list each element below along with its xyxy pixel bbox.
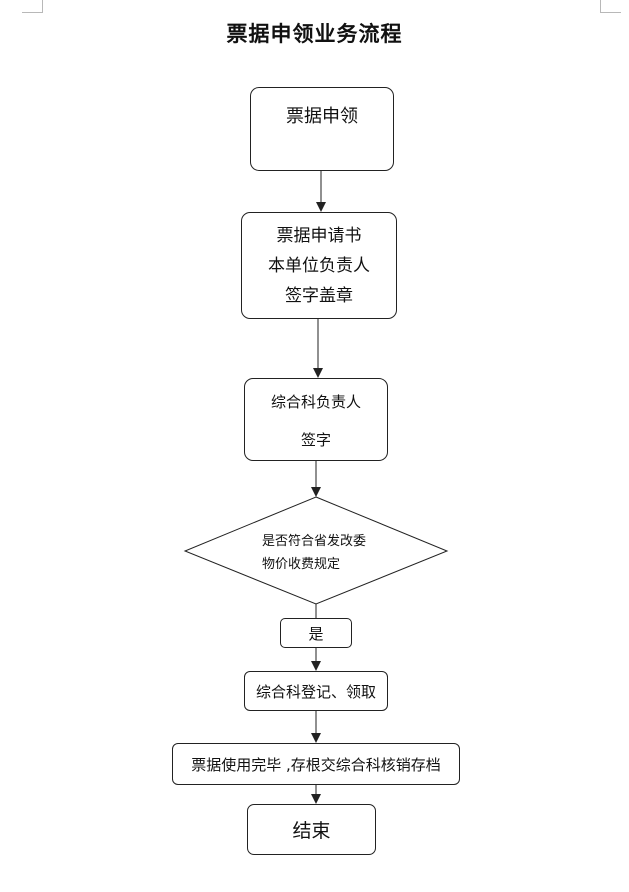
node-office-sign-line-1: 综合科负责人 — [270, 393, 361, 411]
node-end: 结束 — [247, 804, 376, 855]
node-ticket-apply-label: 票据申领 — [286, 106, 358, 127]
node-end-label: 结束 — [292, 820, 331, 842]
node-office-sign: 综合科负责人 签字 — [244, 378, 388, 461]
node-yes-label: 是 — [308, 624, 324, 643]
node-archive-label: 票据使用完毕 ,存根交综合科核销存档 — [191, 755, 441, 774]
node-request-form-line-1: 票据申请书 — [276, 225, 362, 246]
node-office-sign-line-2: 签字 — [300, 431, 331, 449]
node-request-form-line-3: 签字盖章 — [285, 285, 353, 306]
page-title: 票据申领业务流程 — [226, 22, 403, 46]
node-request-form-line-2: 本单位负责人 — [268, 255, 370, 276]
node-yes: 是 — [280, 618, 352, 648]
page-corner-mark-left — [22, 0, 43, 13]
decision-label-line-2: 物价收费规定 — [262, 557, 341, 572]
node-archive: 票据使用完毕 ,存根交综合科核销存档 — [172, 743, 460, 785]
node-ticket-apply: 票据申领 — [250, 87, 394, 171]
node-request-form: 票据申请书 本单位负责人 签字盖章 — [241, 212, 397, 319]
page-corner-mark-right — [600, 0, 621, 13]
node-register-collect-label: 综合科登记、领取 — [255, 682, 376, 701]
decision-label-line-1: 是否符合省发改委 — [262, 534, 367, 549]
decision-label: 是否符合省发改委 物价收费规定 — [262, 530, 402, 576]
node-register-collect: 综合科登记、领取 — [244, 671, 388, 711]
